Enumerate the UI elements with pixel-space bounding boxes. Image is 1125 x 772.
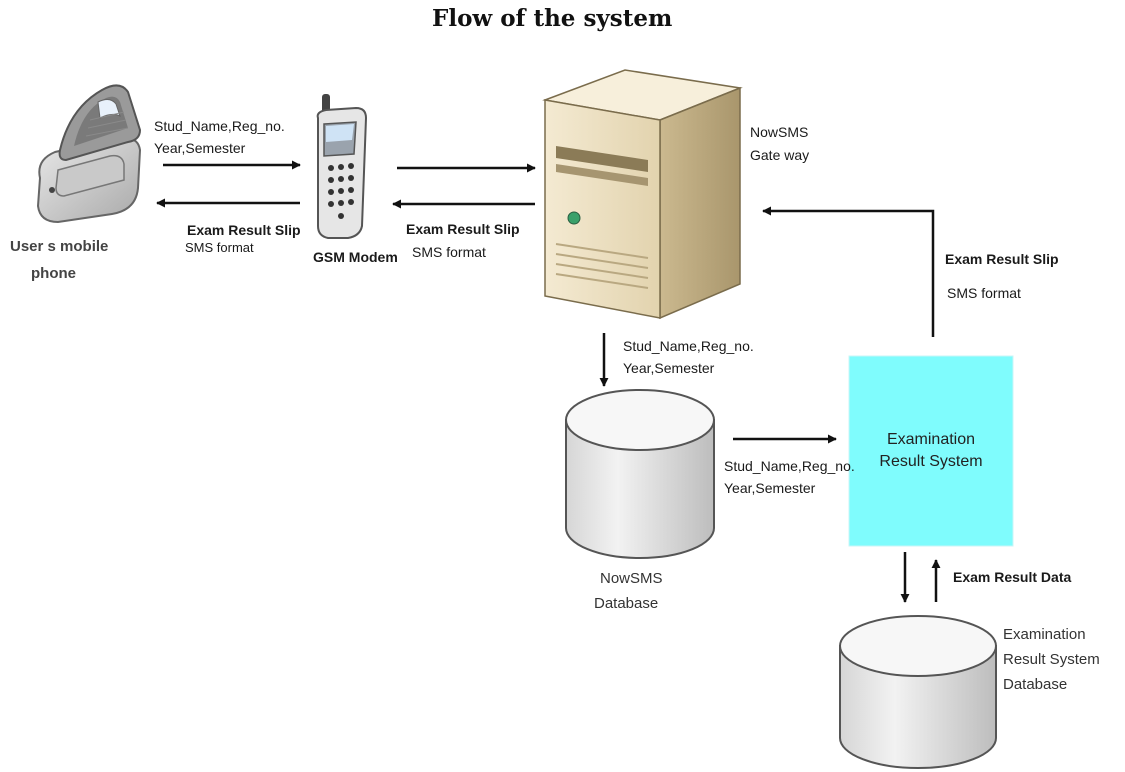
edge-label-ers-server-line2: SMS format (947, 285, 1021, 301)
edge-label-modem-phone-line1: Exam Result Slip (187, 222, 301, 238)
edge-label-modem-phone-line2: SMS format (185, 240, 254, 255)
phone-label-line1: User s mobile (10, 238, 109, 255)
edge-label-phone-modem-line1: Stud_Name,Reg_no. (154, 118, 285, 134)
arrow-ers-to-server (762, 206, 935, 337)
ers-label-line2: Result System (879, 453, 983, 470)
edge-label-ers-server-line1: Exam Result Slip (945, 251, 1059, 267)
gsm-modem-phone-icon (316, 94, 368, 239)
edge-label-exam-result-data: Exam Result Data (953, 569, 1072, 585)
edge-label-server-modem-line1: Exam Result Slip (406, 221, 520, 237)
ers-label-line1: Examination (886, 431, 976, 449)
nowsms-db-label-line2: Database (594, 595, 659, 612)
edge-label-db-ers-line2: Year,Semester (724, 480, 816, 496)
server-label-line2: Gate way (750, 147, 810, 163)
modem-label: GSM Modem (313, 249, 398, 265)
ers-db-label-line3: Database (1003, 676, 1068, 693)
server-tower-icon (542, 69, 743, 320)
edge-label-db-ers-line1: Stud_Name,Reg_no. (724, 458, 855, 474)
edge-label-phone-modem-line2: Year,Semester (154, 140, 246, 156)
edge-label-server-modem-line2: SMS format (412, 244, 486, 260)
ers-db-label-line1: Examination (1003, 626, 1086, 643)
server-label-line1: NowSMS (750, 124, 809, 140)
phone-label-line2: phone (31, 265, 76, 282)
ers-label: Examination Result System (849, 356, 1013, 546)
nowsms-db-label-line1: NowSMS (600, 570, 663, 587)
edge-label-server-db-line1: Stud_Name,Reg_no. (623, 338, 754, 354)
ers-db-label-line2: Result System (1003, 651, 1100, 668)
database-cylinder-icon (839, 615, 997, 769)
flip-mobile-phone-icon (36, 84, 142, 224)
diagram-title: Flow of the system (432, 5, 673, 32)
ers-box (848, 355, 1014, 547)
database-cylinder-icon (565, 389, 715, 559)
edge-label-server-db-line2: Year,Semester (623, 360, 715, 376)
